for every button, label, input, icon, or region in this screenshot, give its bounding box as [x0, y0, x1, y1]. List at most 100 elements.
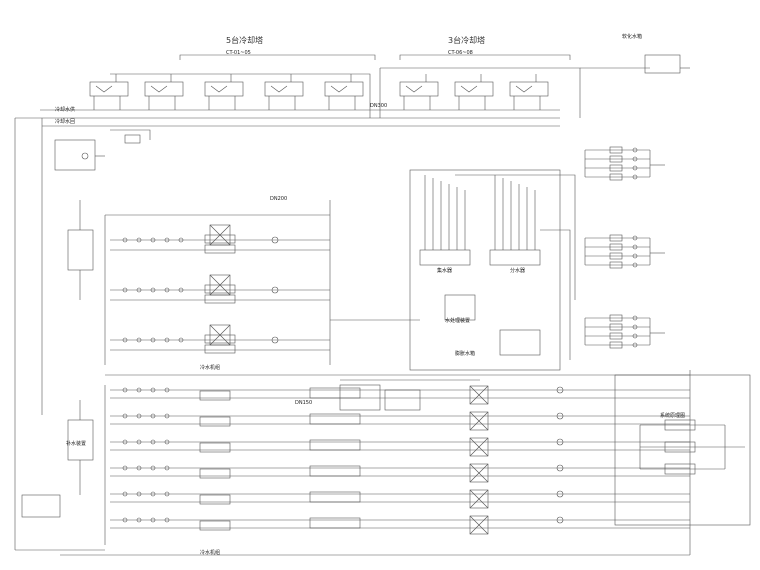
inset-unit	[664, 463, 696, 475]
tower-group-right-title: 3台冷却塔	[448, 36, 486, 45]
pump-icon	[556, 516, 564, 524]
valve-icon	[632, 156, 638, 162]
pipe-line	[540, 229, 571, 360]
tower-group-bracket	[399, 54, 571, 60]
valve-icon	[178, 287, 184, 293]
inset-frame	[614, 374, 751, 526]
fan-icon	[405, 85, 423, 93]
water-treatment-label: 水处理装置	[445, 318, 471, 324]
fan-icon	[460, 85, 478, 93]
chiller-unit	[199, 390, 231, 401]
tower-group-bracket	[179, 54, 376, 60]
chiller-group-bottom-label: 冷水机组	[200, 550, 221, 556]
valve-icon	[150, 491, 156, 497]
valve-icon	[164, 237, 170, 243]
pipe-line	[469, 489, 489, 509]
terminal-unit	[609, 323, 623, 331]
valve-icon	[632, 315, 638, 321]
sensor-icon	[81, 152, 89, 160]
valve-icon	[122, 491, 128, 497]
expansion-tank	[499, 329, 541, 356]
cooling-tower-icon	[264, 81, 304, 97]
inset-unit	[664, 441, 696, 453]
fan-icon	[210, 85, 228, 93]
valve-icon	[164, 387, 170, 393]
valve-icon	[122, 337, 128, 343]
inset-title: 系统原理图	[660, 413, 686, 419]
valve-icon	[632, 235, 638, 241]
chiller-label-box	[309, 517, 361, 529]
valve-icon	[122, 465, 128, 471]
chiller-unit	[204, 334, 236, 344]
make-up-label: 补水装置	[66, 441, 87, 447]
chiller-unit	[204, 284, 236, 294]
fan-icon	[150, 85, 168, 93]
fan-icon	[330, 85, 348, 93]
plant-room-outline	[409, 169, 561, 371]
valve-icon	[632, 324, 638, 330]
valve-icon	[632, 165, 638, 171]
instrument-box	[54, 139, 96, 171]
chiller-unit	[204, 234, 236, 244]
return-label: 冷却水回	[55, 119, 76, 125]
tower-group-right-code: CT-06~08	[448, 50, 473, 56]
valve-icon	[136, 337, 142, 343]
pipe-line	[469, 515, 489, 535]
valve-icon	[164, 413, 170, 419]
pump-icon	[556, 386, 564, 394]
chiller-label-box	[309, 387, 361, 399]
valve-icon	[164, 337, 170, 343]
valve-icon	[632, 253, 638, 259]
valve-icon	[136, 491, 142, 497]
valve-icon	[150, 413, 156, 419]
terminal-unit	[609, 314, 623, 322]
valve-icon	[136, 237, 142, 243]
terminal-unit	[609, 341, 623, 349]
valve-icon	[178, 237, 184, 243]
valve-icon	[150, 337, 156, 343]
chiller-unit	[204, 244, 236, 254]
chiller-unit	[199, 468, 231, 479]
valve-icon	[632, 333, 638, 339]
pipe-size-branch: DN200	[270, 196, 288, 202]
valve-icon	[632, 244, 638, 250]
heat-exchanger	[469, 437, 489, 457]
pump-icon	[271, 286, 279, 294]
pipe-line	[469, 463, 489, 483]
valve-icon	[150, 465, 156, 471]
valve-icon	[150, 237, 156, 243]
valve-icon	[150, 517, 156, 523]
valve-icon	[122, 237, 128, 243]
pipe-line	[469, 437, 489, 457]
chiller-label-box	[309, 439, 361, 451]
valve-icon	[632, 174, 638, 180]
valve-icon	[150, 439, 156, 445]
fan-icon	[515, 85, 533, 93]
cooling-tower-icon	[204, 81, 244, 97]
chiller-label-box	[309, 413, 361, 425]
heat-exchanger	[469, 463, 489, 483]
valve-icon	[136, 465, 142, 471]
softener-tank	[644, 54, 681, 74]
valve-icon	[122, 387, 128, 393]
water-treatment-box	[444, 294, 476, 321]
valve-icon	[122, 517, 128, 523]
chiller-label-box	[309, 491, 361, 503]
cooling-tower-icon	[89, 81, 129, 97]
softener-label: 软化水箱	[622, 34, 643, 40]
valve-icon	[150, 287, 156, 293]
valve-icon	[150, 387, 156, 393]
supply-label: 冷却水供	[55, 107, 76, 113]
valve-icon	[632, 147, 638, 153]
pipe-line	[469, 385, 489, 405]
pump-icon	[556, 464, 564, 472]
inset-unit	[664, 419, 696, 431]
pump-skid	[384, 389, 421, 411]
valve-icon	[136, 413, 142, 419]
tower-group-left-code: CT-01~05	[226, 50, 251, 56]
valve-icon	[122, 439, 128, 445]
valve-icon	[164, 491, 170, 497]
cooling-tower-icon	[454, 81, 494, 97]
pipe-line	[110, 129, 151, 140]
valve-icon	[632, 262, 638, 268]
